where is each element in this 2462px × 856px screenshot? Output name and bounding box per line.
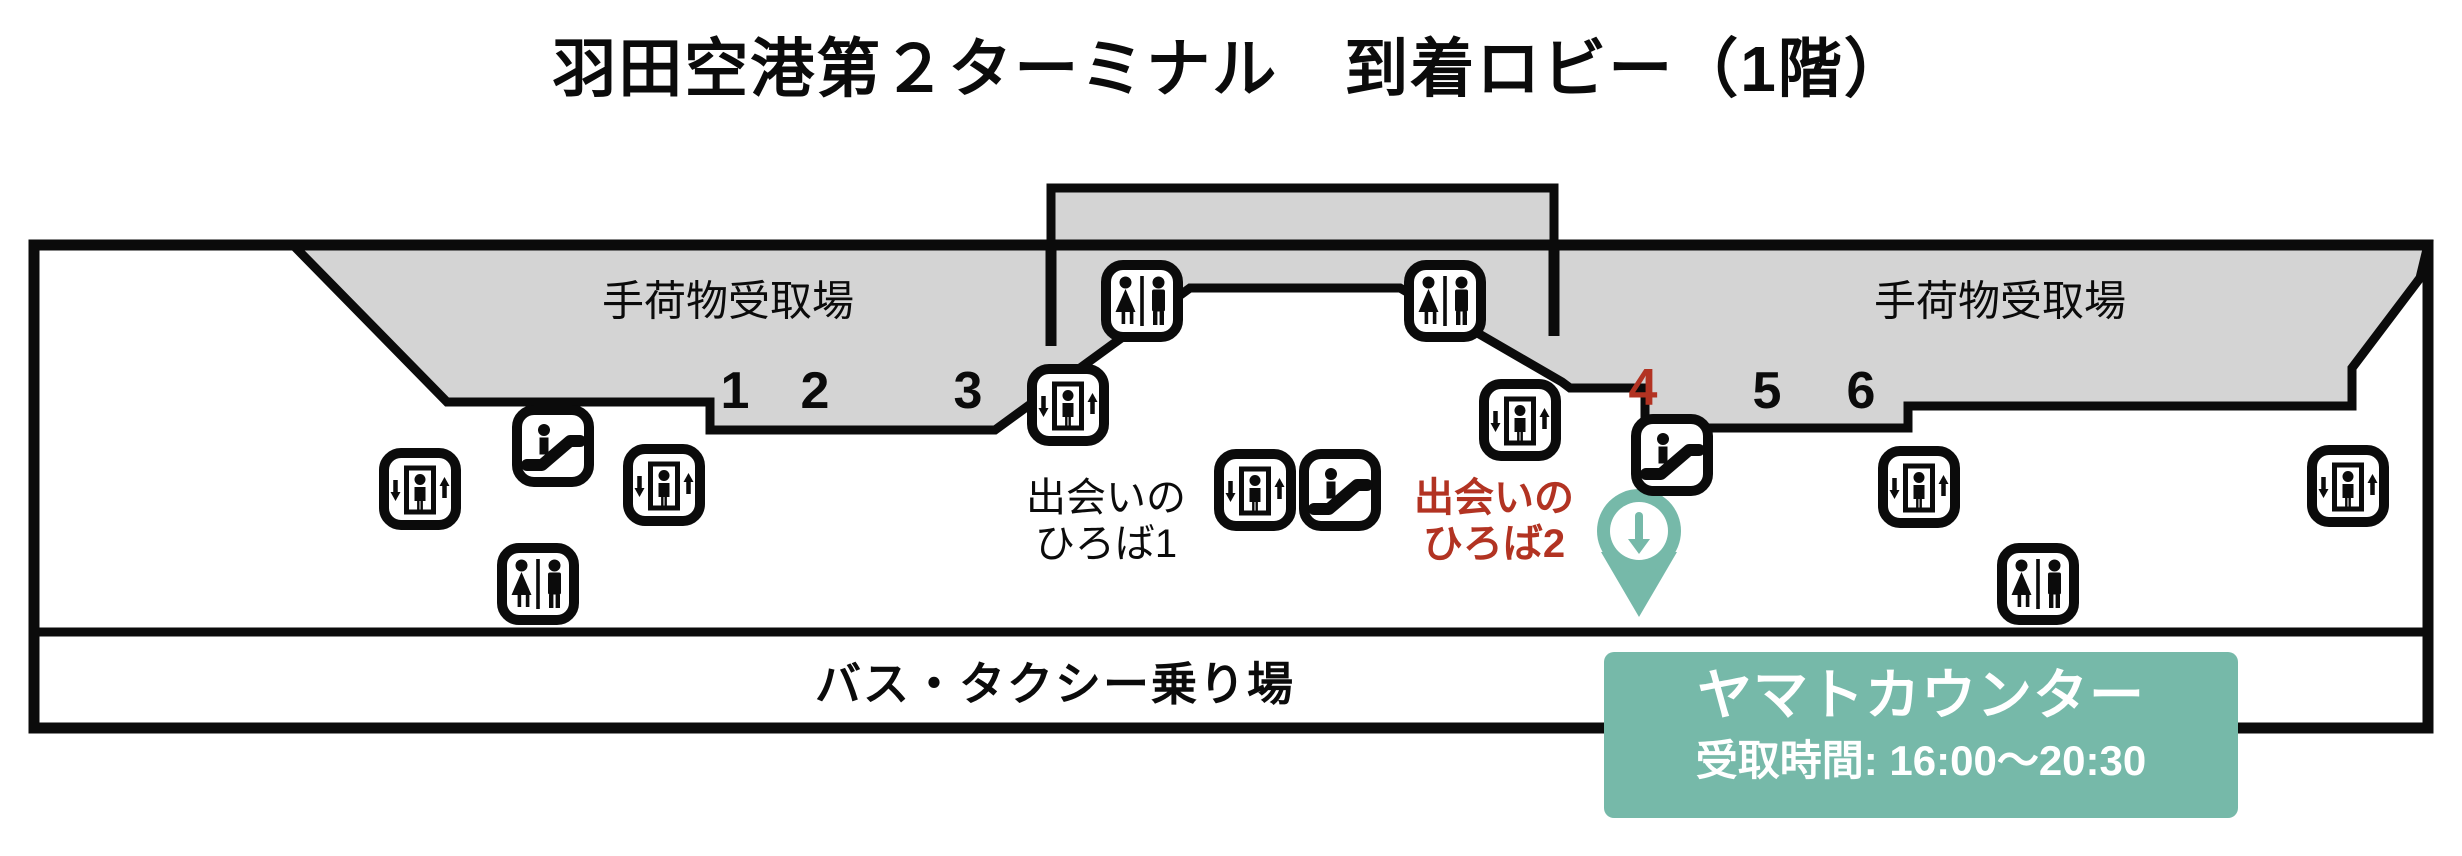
bus-taxi-label: バス・タクシー乗り場 [815, 658, 1295, 710]
meeting-plaza-1-label: 出会いの ひろば1 [1026, 475, 1186, 567]
carousel-number-3: 3 [953, 362, 983, 420]
meeting-plaza-2-line2: ひろば2 [1422, 522, 1566, 566]
restroom-icon [1100, 259, 1184, 343]
carousel-number-2: 2 [800, 362, 830, 420]
elevator-icon [1877, 445, 1961, 529]
carousel-number-6: 6 [1846, 362, 1876, 420]
page-title: 羽田空港第２ターミナル 到着ロビー（1階） [552, 33, 1910, 105]
restroom-icon [496, 542, 580, 626]
restroom-icon [1403, 259, 1487, 343]
meeting-plaza-2-label: 出会いの ひろば2 [1414, 475, 1574, 567]
elevator-icon [378, 447, 462, 531]
baggage-claim-label-left: 手荷物受取場 [601, 277, 855, 325]
counter-hours: 受取時間: 16:00〜20:30 [1695, 737, 2147, 784]
carousel-number-4: 4 [1628, 359, 1658, 417]
escalator-icon [1630, 413, 1714, 497]
meeting-plaza-1-line2: ひろば1 [1034, 522, 1178, 566]
escalator-icon [1298, 448, 1382, 532]
elevator-icon [2306, 444, 2390, 528]
counter-name: ヤマトカウンター [1696, 664, 2145, 726]
escalator-icon [511, 404, 595, 488]
elevator-icon [1026, 363, 1110, 447]
yamato-counter-callout: ヤマトカウンター 受取時間: 16:00〜20:30 [1604, 652, 2238, 818]
carousel-number-5: 5 [1752, 362, 1782, 420]
carousel-number-1: 1 [720, 362, 750, 420]
baggage-claim-label-right: 手荷物受取場 [1873, 277, 2127, 325]
meeting-plaza-2-line1: 出会いの [1414, 476, 1574, 520]
elevator-icon [1478, 378, 1562, 462]
terminal-outline [28, 239, 2434, 734]
restroom-icon [1996, 542, 2080, 626]
meeting-plaza-1-line1: 出会いの [1026, 476, 1186, 520]
location-pin-icon [1597, 489, 1681, 617]
elevator-icon [1213, 448, 1297, 532]
elevator-icon [622, 443, 706, 527]
